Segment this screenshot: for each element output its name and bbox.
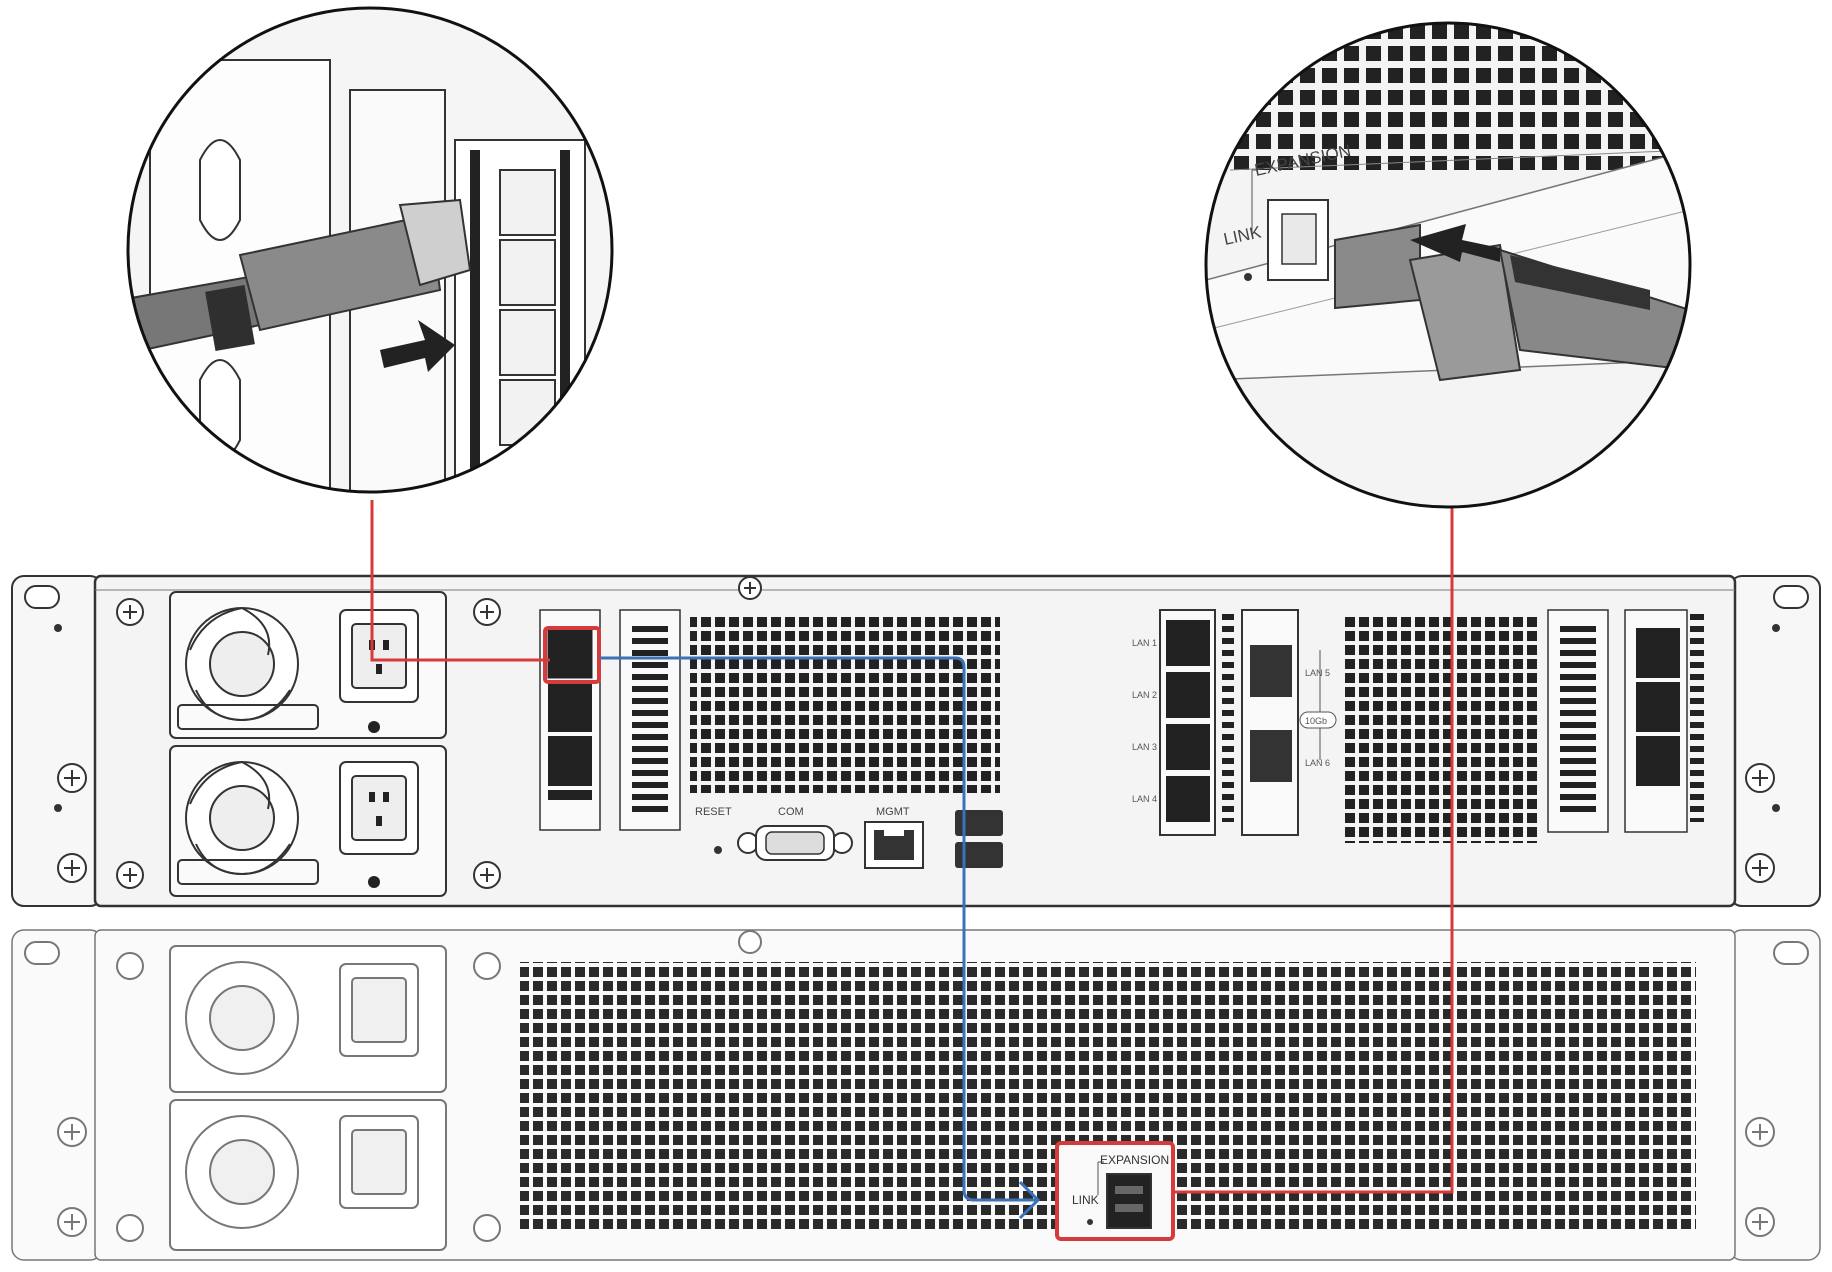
power-supply-3 (169, 945, 447, 1093)
power-supply-1 (169, 591, 447, 739)
arrow-left-icon (1410, 224, 1500, 262)
expansion-unit: EXPANSION LINK (11, 929, 1821, 1261)
arrow-right-icon (380, 320, 455, 372)
mgmt-label: MGMT (876, 806, 910, 818)
lan-port-1[interactable] (1166, 620, 1210, 666)
lan-port-5[interactable] (1250, 645, 1292, 697)
link-label: LINK (1072, 1193, 1099, 1207)
lan-label: LAN 2 (1132, 690, 1157, 700)
lan-port-3[interactable] (1166, 724, 1210, 770)
rack-ear-right (1729, 929, 1821, 1261)
blue-connector-line (600, 656, 1038, 1202)
reset-button[interactable] (714, 846, 722, 854)
zoom-view-expansion-port: EXPANSION LINK (1204, 21, 1692, 509)
zoom-view-nas-sas-port (126, 6, 614, 494)
power-supply-4 (169, 1099, 447, 1251)
ear-slot (1773, 585, 1809, 609)
usb-port-1[interactable] (955, 810, 1003, 836)
expansion-card-slot-1 (539, 609, 601, 831)
thumbscrew (57, 576, 1775, 889)
reset-label: RESET (695, 806, 732, 818)
slot-vent (1222, 612, 1234, 822)
lan-label: LAN 4 (1132, 794, 1157, 804)
com-label: COM (778, 806, 804, 818)
red-connector-line-right (1173, 508, 1454, 1194)
expansion-port[interactable] (1106, 1173, 1152, 1229)
mgmt-port[interactable] (864, 821, 924, 869)
lan-port-group: LAN 1 LAN 2 LAN 3 LAN 4 (1132, 609, 1216, 836)
expansion-port-panel: EXPANSION LINK (1058, 1145, 1172, 1237)
usb-port-2[interactable] (955, 842, 1003, 868)
highlight-box-nas-port (543, 626, 601, 684)
com-port[interactable] (737, 825, 853, 861)
ear-slot (24, 585, 60, 609)
rack-ear-left (11, 929, 103, 1261)
power-supply-2 (169, 745, 447, 897)
slot-vent (632, 625, 668, 815)
lan-port-2[interactable] (1166, 672, 1210, 718)
main-vent (690, 615, 1000, 793)
blue-arrow-head (1018, 1180, 1041, 1220)
sas-port-2[interactable] (548, 682, 592, 732)
link-led (1087, 1219, 1093, 1225)
10gb-badge: 10Gb (1305, 716, 1327, 726)
lan-port-4[interactable] (1166, 776, 1210, 822)
sas-port-1[interactable] (547, 627, 593, 679)
right-vent (1342, 615, 1538, 843)
sas-port-3[interactable] (548, 736, 592, 786)
lan-label: LAN 3 (1132, 742, 1157, 752)
nas-unit: RESET COM MGMT LAN 1 LAN 2 (11, 574, 1821, 908)
power-inlet[interactable] (351, 623, 407, 689)
expansion-label: EXPANSION (1100, 1153, 1169, 1167)
lan-label: LAN 6 (1305, 758, 1330, 768)
thumbscrew (57, 930, 1775, 1242)
power-inlet[interactable] (351, 775, 407, 841)
lan-port-6[interactable] (1250, 730, 1292, 782)
lan-label: LAN 5 (1305, 668, 1330, 678)
red-connector-line-left (370, 500, 550, 662)
10gb-card: LAN 5 10Gb LAN 6 (1241, 609, 1337, 836)
lan-label: LAN 1 (1132, 638, 1157, 648)
